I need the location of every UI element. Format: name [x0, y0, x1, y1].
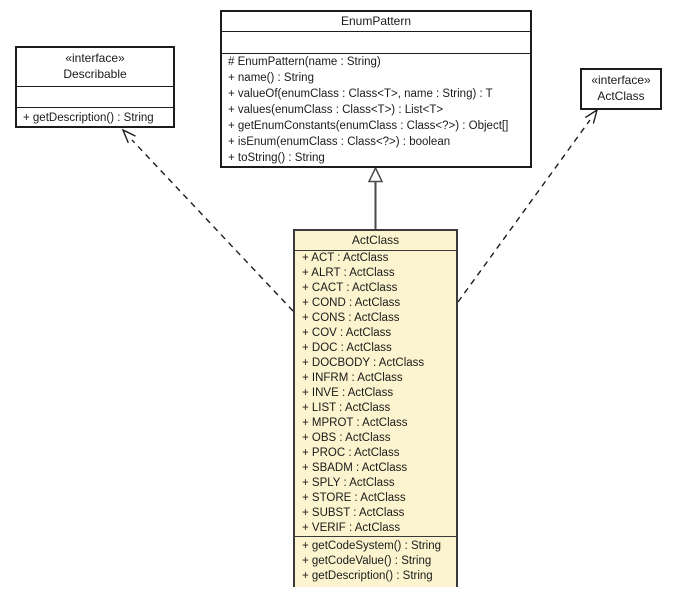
- class-node-enumpattern[interactable]: EnumPattern # EnumPattern(name : String)…: [220, 10, 532, 168]
- field-row: + COV : ActClass: [302, 327, 392, 339]
- field-row: + CONS : ActClass: [302, 312, 400, 324]
- methods-compartment: + getDescription() : String: [17, 107, 173, 128]
- method-row: + getEnumConstants(enumClass : Class<?>)…: [228, 120, 509, 132]
- class-title-actclass-interface: «interface» ActClass: [582, 70, 660, 107]
- field-row: + LIST : ActClass: [302, 402, 391, 414]
- field-row: + SPLY : ActClass: [302, 477, 395, 489]
- method-row: + toString() : String: [228, 152, 325, 164]
- fields-compartment: + ACT : ActClass + ALRT : ActClass + CACT …: [295, 250, 456, 536]
- stereotype-label: «interface»: [65, 51, 125, 65]
- method-row: + getDescription() : String: [23, 112, 154, 124]
- class-title-actclass: ActClass: [295, 231, 456, 250]
- field-row: + ACT : ActClass: [302, 252, 389, 264]
- attributes-compartment: [17, 86, 173, 107]
- class-name: ActClass: [597, 89, 645, 103]
- methods-compartment: # EnumPattern(name : String) + name() : S…: [222, 53, 530, 166]
- method-row: # EnumPattern(name : String): [228, 56, 381, 68]
- class-node-actclass[interactable]: ActClass + ACT : ActClass + ALRT : ActCla…: [293, 229, 458, 587]
- generalization-arrowhead-icon: [367, 166, 384, 183]
- generalization-edge-enumpattern: [367, 166, 384, 229]
- dependency-arrowhead-icon: [584, 108, 599, 124]
- stereotype-label: «interface»: [591, 73, 651, 87]
- dependency-arrowhead-icon: [121, 128, 136, 144]
- class-name: Describable: [63, 67, 127, 81]
- method-row: + isEnum(enumClass : Class<?>) : boolean: [228, 136, 451, 148]
- field-row: + DOCBODY : ActClass: [302, 357, 425, 369]
- field-row: + OBS : ActClass: [302, 432, 391, 444]
- method-row: + getCodeValue() : String: [302, 555, 432, 567]
- class-node-describable[interactable]: «interface» Describable + getDescription…: [15, 46, 175, 128]
- field-row: + COND : ActClass: [302, 297, 401, 309]
- attributes-compartment: [222, 31, 530, 53]
- field-row: + MPROT : ActClass: [302, 417, 408, 429]
- field-row: + STORE : ActClass: [302, 492, 406, 504]
- field-row: + INFRM : ActClass: [302, 372, 403, 384]
- field-row: + PROC : ActClass: [302, 447, 400, 459]
- class-node-actclass-interface[interactable]: «interface» ActClass: [580, 68, 662, 110]
- method-row: + valueOf(enumClass : Class<T>, name : S…: [228, 88, 493, 100]
- class-title-describable: «interface» Describable: [17, 48, 173, 86]
- field-row: + INVE : ActClass: [302, 387, 394, 399]
- field-row: + VERIF : ActClass: [302, 522, 401, 534]
- field-row: + CACT : ActClass: [302, 282, 398, 294]
- field-row: + DOC : ActClass: [302, 342, 392, 354]
- field-row: + SUBST : ActClass: [302, 507, 405, 519]
- field-row: + ALRT : ActClass: [302, 267, 395, 279]
- class-name: ActClass: [351, 233, 400, 247]
- method-row: + name() : String: [228, 72, 314, 84]
- class-title-enumpattern: EnumPattern: [222, 12, 530, 31]
- method-row: + values(enumClass : Class<T>) : List<T>: [228, 104, 444, 116]
- class-name: EnumPattern: [340, 14, 412, 28]
- method-row: + getDescription() : String: [302, 570, 433, 582]
- field-row: + SBADM : ActClass: [302, 462, 408, 474]
- method-row: + getCodeSystem() : String: [302, 540, 442, 552]
- methods-compartment: + getCodeSystem() : String + getCodeValue…: [295, 536, 456, 587]
